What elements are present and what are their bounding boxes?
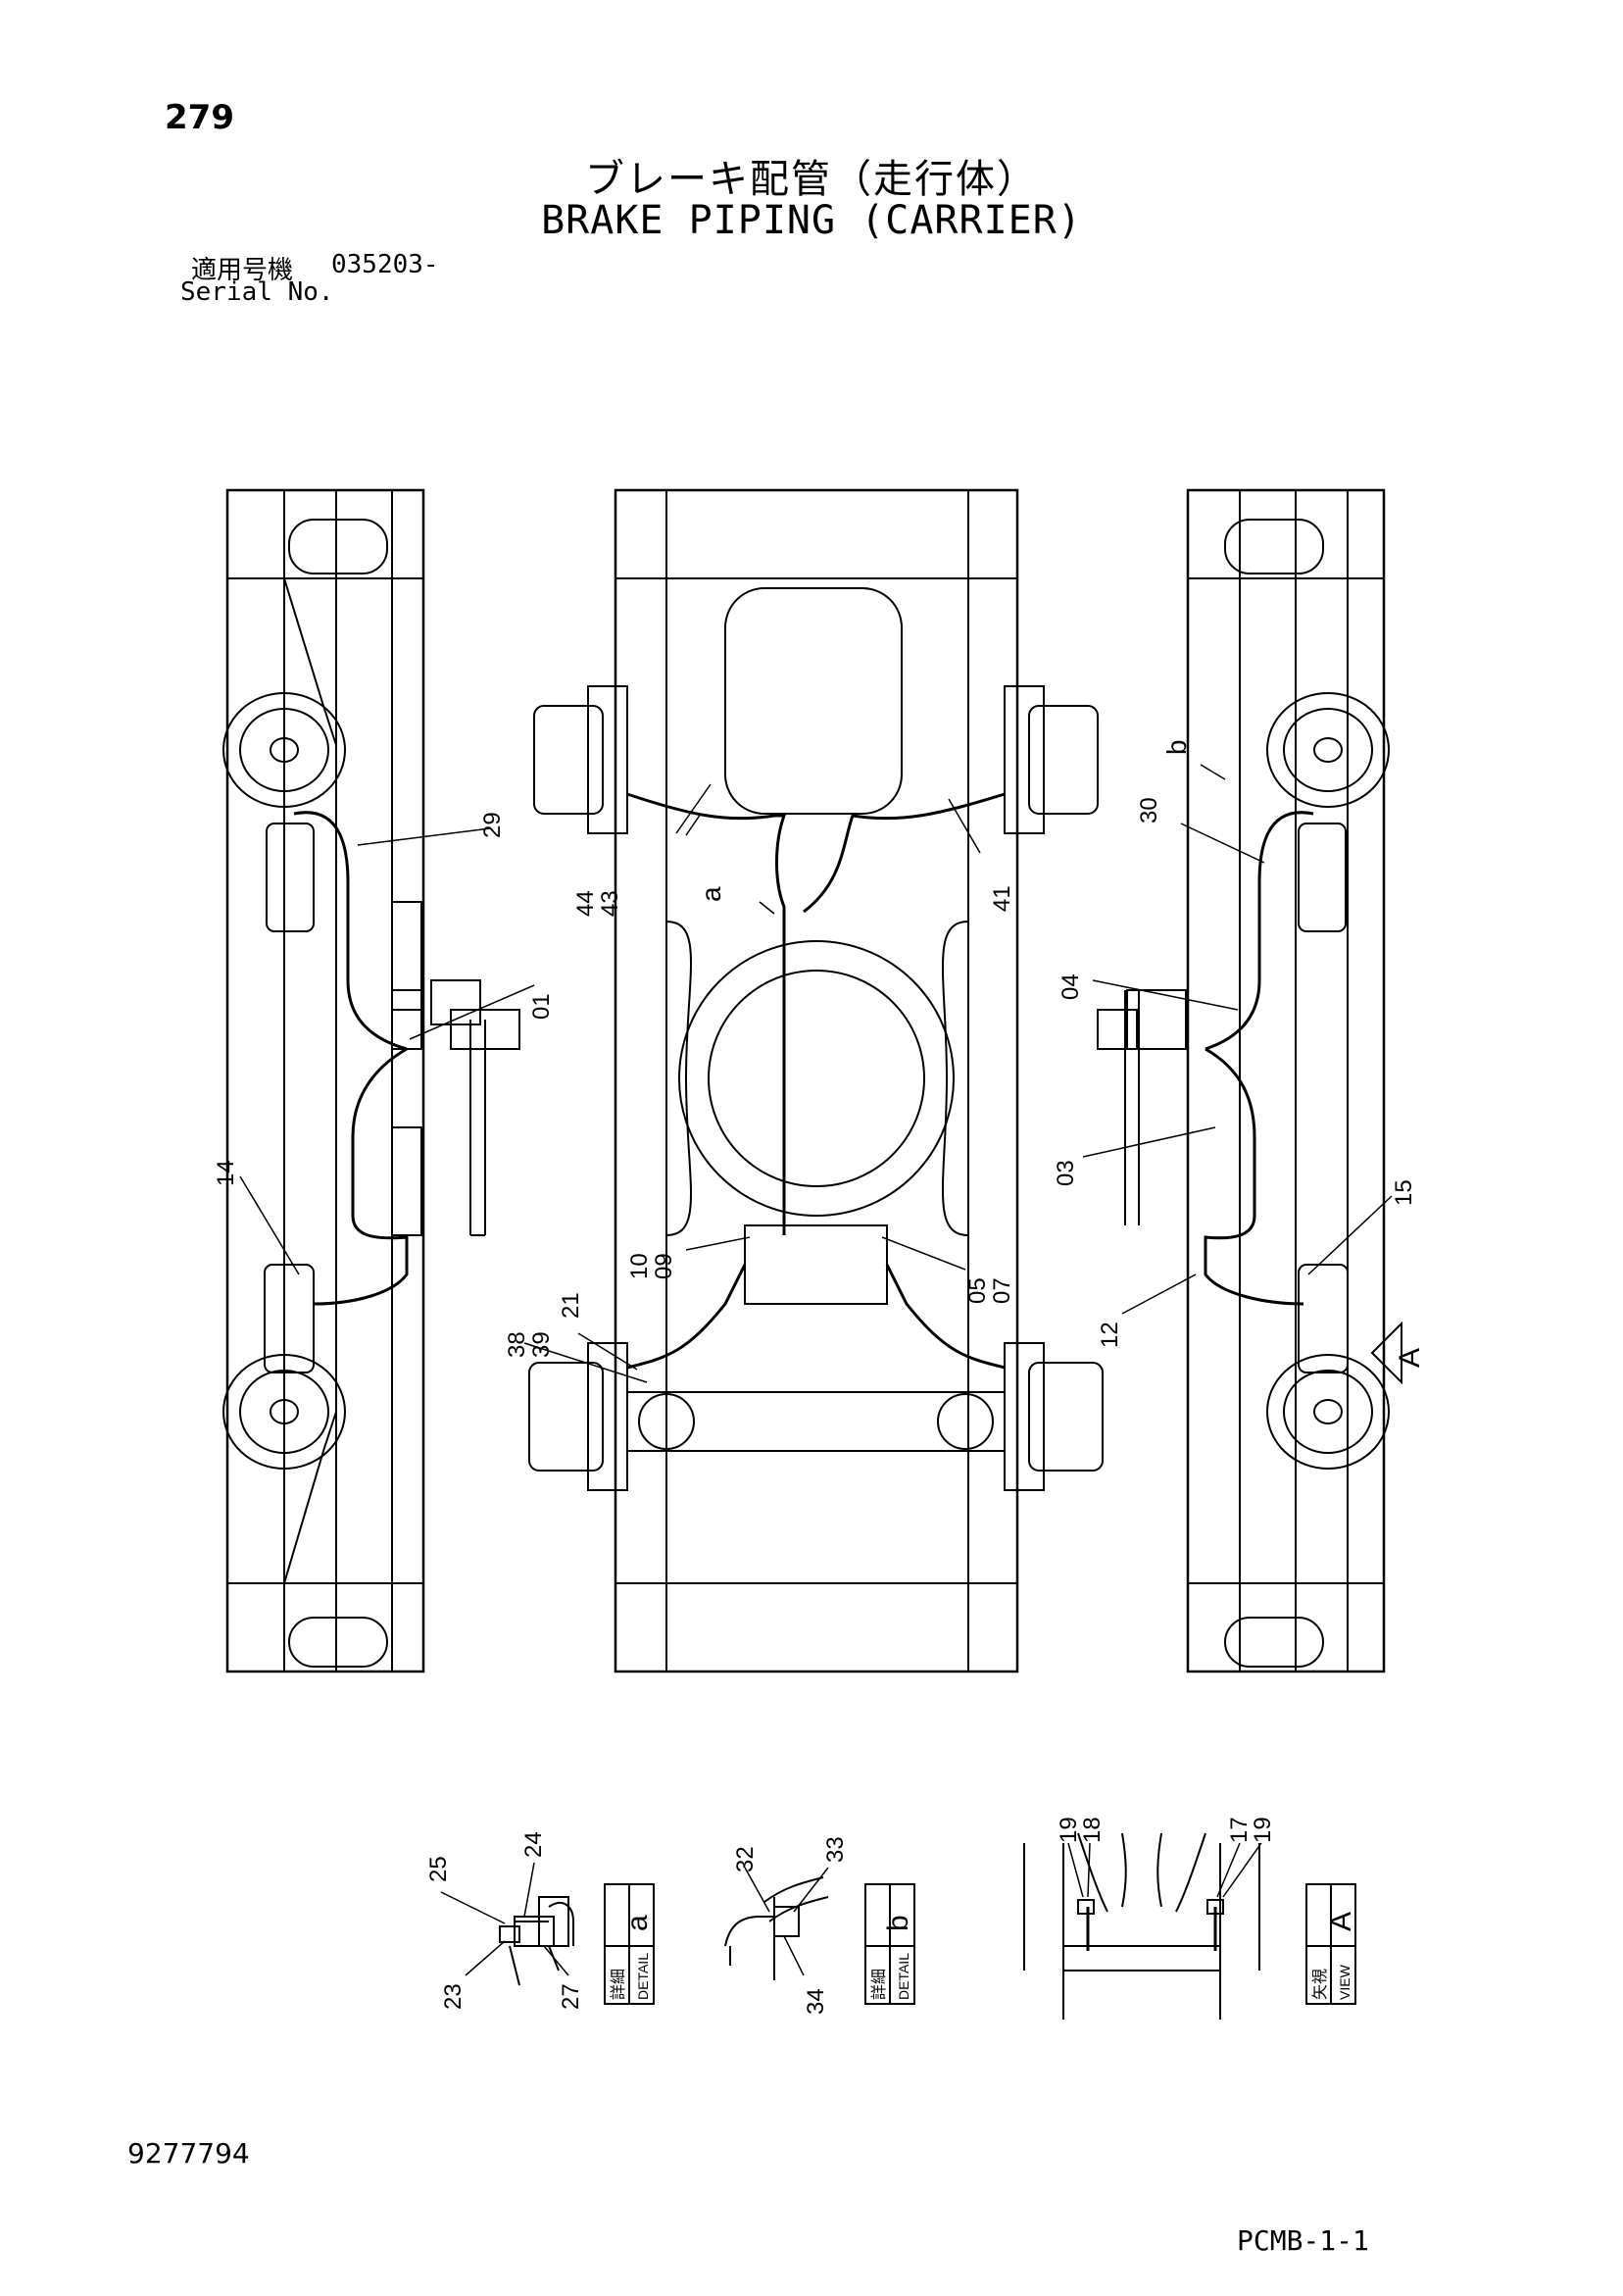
- marker-a: a: [696, 886, 726, 902]
- center-top-view: [528, 488, 1104, 1673]
- callout-07: 07: [989, 1277, 1015, 1304]
- document-number: 9277794: [127, 2137, 250, 2170]
- view-callout-18: 18: [1079, 1817, 1106, 1843]
- view-a-en: VIEW: [1337, 1964, 1352, 2000]
- leader-lines: [239, 764, 1393, 1383]
- callout-04: 04: [1057, 973, 1084, 1000]
- detail-a-letter: a: [621, 1915, 654, 1931]
- callout-43: 43: [597, 890, 623, 917]
- detail-a-en: DETAIL: [635, 1953, 651, 2000]
- view-a-figure: 19 18 17 19: [1023, 1817, 1276, 2020]
- detail-a-box: 詳細 DETAIL a: [604, 1883, 655, 2005]
- callout-30: 30: [1136, 797, 1162, 824]
- detail-b-box: 詳細 DETAIL b: [864, 1883, 915, 2005]
- view-callout-19-left: 19: [1056, 1817, 1082, 1843]
- right-side-view: [1097, 488, 1402, 1673]
- detail-b-jp: 詳細: [870, 1969, 888, 2000]
- detail-b-figure: 32 33 34: [724, 1836, 849, 2015]
- callout-09: 09: [651, 1253, 677, 1279]
- detail-b-en: DETAIL: [896, 1953, 911, 2000]
- detail-b-letter: b: [882, 1915, 914, 1931]
- left-side-view: [222, 488, 520, 1673]
- detail-a-jp: 詳細: [610, 1969, 627, 2000]
- view-callout-19-right: 19: [1250, 1817, 1276, 1843]
- detail-callout-33: 33: [822, 1836, 849, 1863]
- callout-05: 05: [964, 1277, 991, 1304]
- view-a-box: 矢視 VIEW A: [1305, 1883, 1357, 2005]
- page-code: PCMB-1-1: [1237, 2224, 1369, 2257]
- callout-39: 39: [528, 1331, 555, 1358]
- page-number: 279: [165, 98, 234, 137]
- serial-value: 035203-: [331, 250, 439, 279]
- callout-21: 21: [558, 1292, 584, 1319]
- title-english: BRAKE PIPING (CARRIER): [541, 198, 1082, 243]
- callout-29: 29: [479, 812, 506, 838]
- serial-label-english: Serial No.: [180, 277, 334, 307]
- detail-callout-25: 25: [425, 1856, 452, 1882]
- detail-callout-34: 34: [803, 1988, 829, 2015]
- view-a-jp: 矢視: [1311, 1969, 1329, 2000]
- callout-01: 01: [528, 993, 555, 1020]
- callout-labels: 29 01 14 44 43 a 41 10 09 05 07 21 38 39…: [213, 739, 1426, 1368]
- callout-12: 12: [1097, 1322, 1123, 1348]
- title-japanese: ブレーキ配管（走行体）: [585, 157, 1038, 202]
- detail-callout-23: 23: [440, 1983, 467, 2010]
- detail-callout-27: 27: [558, 1983, 584, 2010]
- view-arrow-label: A: [1394, 1348, 1426, 1368]
- callout-15: 15: [1391, 1179, 1417, 1206]
- callout-03: 03: [1053, 1160, 1079, 1186]
- callout-38: 38: [504, 1331, 530, 1358]
- marker-b: b: [1161, 739, 1192, 755]
- serial-label-japanese: 適用号機: [191, 256, 294, 285]
- detail-a-figure: 25 24 23 27: [425, 1831, 584, 2010]
- callout-10: 10: [626, 1253, 653, 1279]
- view-callout-17: 17: [1226, 1817, 1253, 1843]
- detail-callout-32: 32: [732, 1846, 759, 1872]
- view-a-letter: A: [1325, 1912, 1357, 1931]
- callout-41: 41: [989, 885, 1015, 912]
- callout-44: 44: [572, 890, 599, 917]
- detail-callout-24: 24: [520, 1831, 547, 1858]
- callout-14: 14: [213, 1160, 239, 1186]
